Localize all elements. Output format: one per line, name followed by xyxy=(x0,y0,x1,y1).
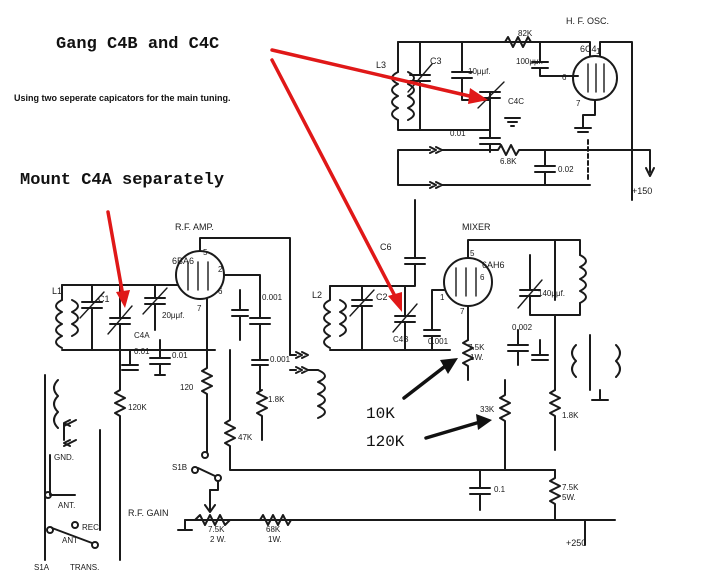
svg-text:7: 7 xyxy=(460,307,465,316)
gang-arrow-head-c4c xyxy=(468,88,488,104)
trans-label: TRANS. xyxy=(70,563,99,572)
l2-label: L2 xyxy=(312,290,322,300)
l3-coil xyxy=(391,71,399,121)
l3-label: L3 xyxy=(376,60,386,70)
svg-text:7: 7 xyxy=(576,99,581,108)
c3-label: C3 xyxy=(430,56,442,66)
svg-text:6: 6 xyxy=(562,73,567,82)
rec-label: REC. xyxy=(82,523,101,532)
cap-0-1: 0.1 xyxy=(494,485,506,494)
res-120: 120 xyxy=(180,383,194,392)
antenna-section xyxy=(44,374,101,561)
hf-osc-label: H. F. OSC. xyxy=(566,16,609,26)
l2-coil xyxy=(323,299,331,349)
svg-text:7: 7 xyxy=(197,304,202,313)
svg-text:1: 1 xyxy=(596,47,601,56)
tuning-note: Using two seperate capicators for the ma… xyxy=(14,93,231,103)
l1-coil xyxy=(55,299,63,349)
mixer-section xyxy=(323,199,621,521)
power-gain-section xyxy=(114,349,616,561)
res-82k: 82K xyxy=(518,29,533,38)
res-7-5k-5w: 7.5K xyxy=(562,483,579,492)
l1-label: L1 xyxy=(52,286,62,296)
ant-switch-label: ANT xyxy=(62,536,78,545)
cap-100uuf: 100μμf. xyxy=(516,57,543,66)
res-7-5k-1w: 7.5K xyxy=(468,343,485,352)
s1b-label: S1B xyxy=(172,463,187,472)
cap-0-002: 0.002 xyxy=(512,323,533,332)
cap-0-01-osc: 0.01 xyxy=(450,129,466,138)
gang-annotation: Gang C4B and C4C xyxy=(56,35,219,54)
tube-6c4-label: 6C4 xyxy=(580,44,597,54)
c1-label: C1 xyxy=(98,294,110,304)
svg-text:5: 5 xyxy=(203,248,208,257)
pot-7-5k: 7.5K xyxy=(208,525,225,534)
res-6-8k: 6.8K xyxy=(500,157,517,166)
rf-gain-label: R.F. GAIN xyxy=(128,508,169,518)
cap-0-01-b: 0.01 xyxy=(172,351,188,360)
svg-text:1: 1 xyxy=(440,293,445,302)
res-7-5k-5w-rating: 5W. xyxy=(562,493,576,502)
annotation-arrows xyxy=(106,48,492,440)
pin-numbers: 5 2 6 7 6 7 1 5 6 7 1 xyxy=(197,47,601,316)
mount-arrow xyxy=(106,210,125,298)
plus250-label: +250 xyxy=(566,538,586,548)
cap-20uuf: 20μμf. xyxy=(162,311,185,320)
res-47k: 47K xyxy=(238,433,253,442)
plus150-label: +150 xyxy=(632,186,652,196)
svg-text:6: 6 xyxy=(480,273,485,282)
mount-annotation: Mount C4A separately xyxy=(20,171,224,190)
svg-text:5: 5 xyxy=(470,249,475,258)
res-1-8k-a: 1.8K xyxy=(268,395,285,404)
res-7-5k-1w-rating: 1W. xyxy=(470,353,484,362)
annotation-10k: 10K xyxy=(366,405,395,423)
pot-rating: 2 W. xyxy=(210,535,226,544)
c4b-label: C4B xyxy=(393,335,409,344)
arrow-10k xyxy=(402,362,450,400)
tube-6ah6-label: 6AH6 xyxy=(482,260,505,270)
mixer-label: MIXER xyxy=(462,222,491,232)
res-120k: 120K xyxy=(128,403,147,412)
c4a-label: C4A xyxy=(134,331,150,340)
gang-arrow-to-c4b xyxy=(270,58,399,302)
s1a-label: S1A xyxy=(34,563,50,572)
arrow-120k xyxy=(424,420,482,440)
svg-text:2: 2 xyxy=(218,265,223,274)
tube-6ba6-label: 6BA6 xyxy=(172,256,194,266)
annotation-120k: 120K xyxy=(366,433,405,451)
cap-0-01-a: 0.01 xyxy=(134,347,150,356)
rf-amp-label: R.F. AMP. xyxy=(175,222,214,232)
res-33k: 33K xyxy=(480,405,495,414)
cap-0-001-b: 0.001 xyxy=(270,355,291,364)
c2-label: C2 xyxy=(376,292,388,302)
cap-140uuf: 140μμf. xyxy=(538,289,565,298)
res-68k-rating: 1W. xyxy=(268,535,282,544)
c6-label: C6 xyxy=(380,242,392,252)
cap-10uuf: 10μμf. xyxy=(468,67,491,76)
res-68k: 68K xyxy=(266,525,281,534)
gang-arrow-to-c4c xyxy=(270,48,480,100)
c4c-label: C4C xyxy=(508,97,524,106)
mount-arrow-head xyxy=(116,290,130,308)
6c4-tube xyxy=(572,55,618,101)
gnd-label: GND. xyxy=(54,453,74,462)
arrow-10k-head xyxy=(440,358,458,374)
cap-0-001-a: 0.001 xyxy=(262,293,283,302)
svg-text:6: 6 xyxy=(218,287,223,296)
rf-amp-section xyxy=(55,237,556,471)
cap-0-001-c: 0.001 xyxy=(428,337,449,346)
gang-arrow-head-c4b xyxy=(388,292,402,312)
res-1-8k-b: 1.8K xyxy=(562,411,579,420)
ant-label: ANT. xyxy=(58,501,75,510)
cap-0-02-osc: 0.02 xyxy=(558,165,574,174)
arrow-120k-head xyxy=(476,414,492,430)
